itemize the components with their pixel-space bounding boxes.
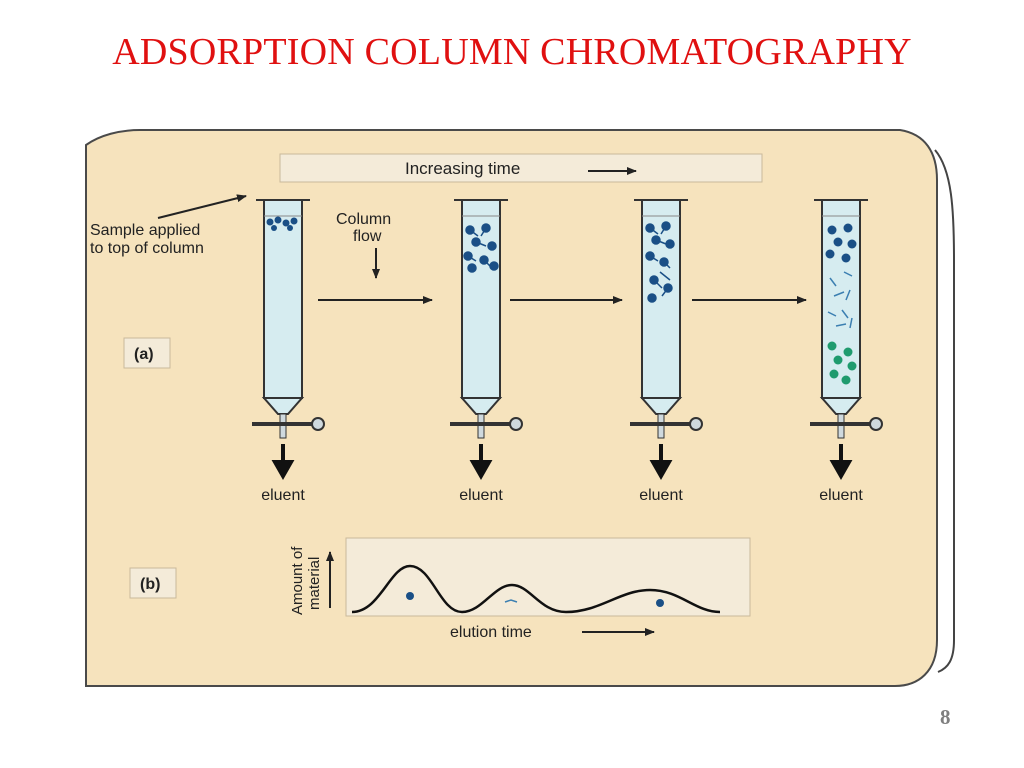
time-banner: Increasing time xyxy=(279,153,763,183)
time-banner-label: Increasing time xyxy=(405,159,520,178)
elution-curve xyxy=(351,564,721,614)
sample-band xyxy=(266,216,298,231)
column-4: eluent xyxy=(810,199,883,504)
sample-label-line1: Sample applied xyxy=(90,222,200,239)
eluent-arrow-icon xyxy=(829,444,853,481)
sample-arrow-icon xyxy=(157,194,247,219)
flow-label-line2: flow xyxy=(353,228,382,245)
peak-1-marker xyxy=(406,592,414,600)
panel-a-label-box: (a) xyxy=(123,337,171,369)
eluent-label: eluent xyxy=(261,487,305,504)
peak-3-marker xyxy=(656,599,664,607)
blue-band xyxy=(825,223,857,263)
sample-band xyxy=(645,221,675,303)
panel-a-label: (a) xyxy=(134,346,154,363)
elution-plot: Amount of material elution time xyxy=(289,537,751,641)
slide-number: 8 xyxy=(940,705,951,729)
y-axis-label-line1: Amount of xyxy=(289,546,306,615)
panel-b-label-box: (b) xyxy=(129,567,177,599)
flow-annotation: Column flow xyxy=(336,211,391,279)
eluent-label: eluent xyxy=(639,487,683,504)
light-blue-band xyxy=(827,271,853,329)
column-2: eluent xyxy=(450,199,523,504)
eluent-label: eluent xyxy=(819,487,863,504)
column-3: eluent xyxy=(630,199,703,504)
y-axis-label-line2: material xyxy=(306,557,323,610)
panel-b-label: (b) xyxy=(140,576,160,593)
flow-label-line1: Column xyxy=(336,211,391,228)
peak-2-marker xyxy=(504,599,518,603)
slide-title: ADSORPTION COLUMN CHROMATOGRAPHY xyxy=(112,31,912,73)
eluent-arrow-icon xyxy=(649,444,673,481)
sample-label-line2: to top of column xyxy=(90,240,204,257)
eluent-label: eluent xyxy=(459,487,503,504)
sample-annotation: Sample applied to top of column xyxy=(90,194,247,257)
green-band xyxy=(827,341,857,385)
eluent-arrow-icon xyxy=(469,444,493,481)
eluent-arrow-icon xyxy=(271,444,295,481)
column-1: eluent xyxy=(252,199,325,504)
x-axis-label: elution time xyxy=(450,624,532,641)
sample-band xyxy=(463,223,499,273)
